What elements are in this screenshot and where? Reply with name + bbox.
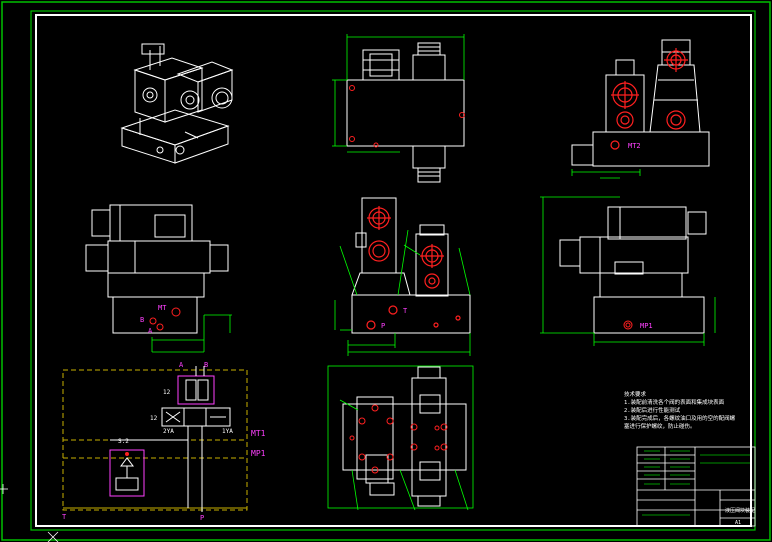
top-view-dimensions	[332, 34, 465, 153]
front-view-left	[85, 204, 229, 334]
bottom-view-dimensions	[327, 365, 474, 511]
schematic-label-12-top: 12	[163, 389, 171, 396]
notes-line-4: 塞进行保护螺纹，防止碰伤。	[624, 422, 696, 430]
schematic-port-a: A	[179, 361, 184, 369]
side-view-right-dimensions	[540, 196, 716, 346]
notes-line-1: 1.装配前清洗各个阀的表面和集成块表面	[624, 398, 725, 406]
schematic-port-p: P	[200, 514, 204, 522]
port-label-mt2: MT2	[628, 142, 641, 150]
crosshair-cursor-icon	[0, 484, 59, 542]
front-view-left-ports	[149, 307, 181, 331]
title-block-code: A1	[735, 520, 741, 526]
port-label-mt: MT	[158, 304, 167, 312]
port-label-p: P	[381, 322, 385, 330]
schematic-mt1: MT1	[251, 429, 266, 438]
port-label-mp1: MP1	[640, 322, 653, 330]
isometric-view	[120, 43, 234, 164]
side-view-right	[559, 206, 707, 334]
technical-notes: 技术要求 1.装配前清洗各个阀的表面和集成块表面 2.装配后进行性能测试 3.装…	[624, 390, 736, 430]
notes-line-3: 3.装配完成后，各螺纹油口及用的空的配阀螺	[624, 414, 736, 422]
schematic-label-1ya: 1YA	[222, 428, 233, 435]
title-block	[636, 446, 756, 527]
front-view-center	[351, 197, 471, 334]
side-view-top-right-ports	[610, 48, 688, 150]
schematic-port-t: T	[62, 513, 67, 521]
bottom-view	[342, 366, 467, 507]
notes-title: 技术要求	[624, 390, 647, 398]
bottom-view-ports	[349, 404, 448, 474]
schematic-port-b: B	[204, 361, 208, 369]
side-view-top-right-dimensions	[571, 169, 641, 179]
schematic-label-s2: S.2	[118, 438, 129, 445]
inner-frame	[30, 10, 756, 531]
side-view-right-ports	[623, 320, 633, 330]
front-view-center-ports	[366, 206, 461, 330]
front-view-left-dimensions	[151, 314, 232, 353]
hydraulic-schematic	[62, 366, 248, 512]
schematic-label-2ya: 2YA	[163, 428, 174, 435]
notes-line-2: 2.装配后进行性能测试	[624, 406, 681, 414]
port-label-a: A	[148, 327, 153, 335]
schematic-label-12-mid: 12	[150, 415, 158, 422]
top-view	[346, 42, 465, 183]
port-label-t: T	[403, 307, 408, 315]
front-view-center-dimensions	[334, 229, 471, 356]
drawing-frame	[35, 14, 752, 527]
title-block-fill	[642, 450, 750, 516]
top-view-ports	[349, 85, 465, 148]
title-block-name: 液压阀块装配	[725, 507, 755, 514]
schematic-mp1: MP1	[251, 449, 266, 458]
side-view-top-right	[571, 39, 710, 167]
port-label-b: B	[140, 316, 144, 324]
